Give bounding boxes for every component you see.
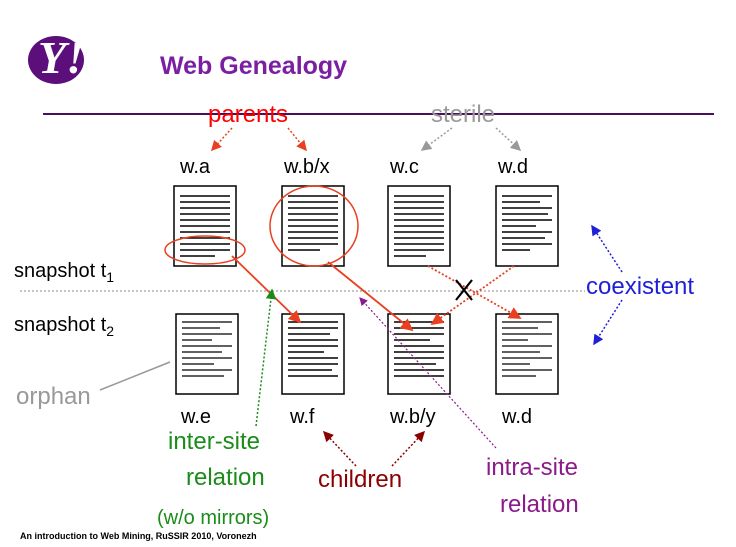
sterile-arrow-left [420, 127, 453, 151]
sterile-label: sterile [431, 101, 496, 128]
highlight-ellipse-wa [164, 235, 246, 265]
page-label-t2-we: w.e [181, 406, 212, 428]
orphan-label: orphan [16, 383, 91, 410]
highlight-ellipse-wbx [269, 185, 359, 267]
yahoo-logo [28, 36, 84, 84]
orphan-pointer [99, 361, 171, 391]
page-title: Web Genealogy [160, 52, 348, 80]
yahoo-logo-text: Y! [38, 32, 84, 83]
parents-arrow-left [210, 127, 233, 152]
document-icon-t1-wbx [281, 185, 345, 267]
arrow-wc-to-wd [427, 265, 522, 319]
arrow-wbx-to-wby [327, 261, 414, 332]
parents-label: parents [208, 101, 289, 128]
inter-site-arrow [255, 288, 277, 427]
inter-site-label-line2: relation [186, 464, 265, 491]
no-relation-x-mark [455, 279, 473, 301]
document-icon-t1-wd [495, 185, 559, 267]
parents-arrow-right [287, 127, 307, 152]
header-rule [43, 113, 714, 115]
sterile-arrow-right [495, 127, 522, 152]
snapshot-t1-label: snapshot t1 [14, 260, 115, 285]
page-label-t2-wf: w.f [290, 406, 315, 428]
document-icon-t2-wby [387, 313, 451, 395]
page-label-t1-wd: w.d [498, 156, 529, 178]
document-icon-t2-wd [495, 313, 559, 395]
arrow-wd-to-wby [430, 265, 515, 326]
document-icon-t2-we [175, 313, 239, 395]
coexistent-arrow-down [593, 299, 623, 346]
intra-site-label-line1: intra-site [486, 454, 579, 481]
page-label-t2-wby: w.b/y [390, 406, 436, 428]
coexistent-label: coexistent [586, 273, 695, 300]
page-label-t2-wd: w.d [502, 406, 533, 428]
inter-site-label-line3: (w/o mirrors) [157, 507, 270, 529]
footer-text: An introduction to Web Mining, RuSSIR 20… [20, 531, 257, 541]
page-label-t1-wc: w.c [390, 156, 419, 178]
document-icon-t1-wa [173, 185, 237, 267]
coexistent-arrow-up [591, 224, 623, 273]
document-icon-t2-wf [281, 313, 345, 395]
page-label-t1-wa: w.a [180, 156, 211, 178]
children-arrow-right [391, 430, 426, 467]
document-icon-t1-wc [387, 185, 451, 267]
children-label: children [318, 466, 403, 493]
snapshot-t2-label: snapshot t2 [14, 314, 115, 339]
intra-site-arrow [359, 297, 497, 449]
intra-site-label-line2: relation [500, 491, 579, 518]
page-label-t1-wbx: w.b/x [284, 156, 330, 178]
children-arrow-left [322, 430, 357, 467]
inter-site-label-line1: inter-site [168, 428, 261, 455]
